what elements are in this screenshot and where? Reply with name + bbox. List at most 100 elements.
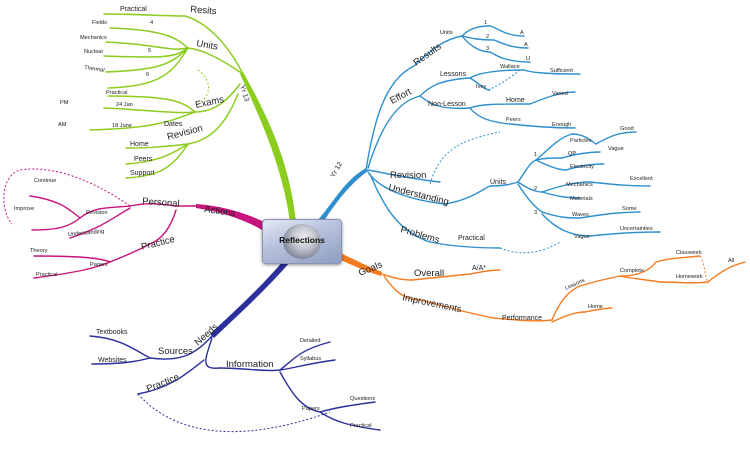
- yr12-problems-label: Problems: [399, 224, 441, 246]
- actions-branch: [29, 195, 197, 279]
- yr12-lessons-label: Lessons: [440, 71, 467, 78]
- actions-practical-label: Practical: [36, 272, 57, 278]
- yr12-unit3-grade: U: [526, 56, 530, 62]
- yr12-understanding-units: Units: [490, 179, 506, 186]
- yr13-revision-support: Support: [130, 170, 155, 177]
- needs-websites-label: Websites: [98, 357, 127, 364]
- goals-dashed-link: [699, 255, 709, 283]
- yr13-date1: 24 Jan: [116, 102, 133, 108]
- yr13-nuclear-num: 5: [148, 48, 151, 54]
- goals-main-branch: [336, 252, 382, 276]
- needs-branch: [89, 335, 381, 431]
- actions-revision-label: Revision: [86, 210, 107, 216]
- actions-continue-label: Continue: [34, 178, 56, 184]
- yr13-date1-month: PM: [60, 100, 69, 106]
- yr13-nuclear-label: Nuclear: [84, 49, 103, 55]
- yr12-u1-qp-rating: Vague: [608, 146, 624, 152]
- goals-branch: [381, 255, 746, 323]
- yr13-exams-label: Exams: [194, 94, 225, 111]
- yr13-branch: [89, 13, 244, 179]
- yr12-u1-particles-rating: Good: [620, 126, 634, 132]
- yr12-home-rating: Varied: [552, 91, 568, 97]
- actions-theory-label: Theory: [30, 248, 48, 254]
- yr12-label: Yr 12: [330, 161, 344, 179]
- central-topic-title: Reflections: [279, 235, 325, 245]
- yr12-u2-mechanics: Mechanics: [566, 182, 593, 188]
- actions-papers-label: Papers: [90, 262, 108, 268]
- needs-practice-label: Practice: [145, 372, 181, 395]
- yr13-units-label: Units: [195, 38, 218, 53]
- actions-improve-label: Improve: [14, 206, 34, 212]
- yr12-wallace-rating: Sufficient: [550, 68, 573, 74]
- actions-understanding-label: Understanding: [68, 229, 105, 238]
- yr12-u2-mechanics-rating: Excellent: [630, 176, 653, 182]
- actions-dashed-link: [3, 168, 131, 225]
- yr12-u3-waves-rating: Some: [622, 206, 637, 212]
- goals-performance-label: Performance: [502, 315, 542, 322]
- goals-classwork-label: Classwork: [676, 250, 702, 256]
- yr12-nonlesson-home: Home: [506, 97, 525, 104]
- yr13-fields-num: 4: [150, 20, 153, 26]
- yr13-thermal-label: Thermal: [84, 65, 105, 74]
- central-topic[interactable]: Reflections: [262, 219, 342, 264]
- yr13-resits-practical: Practical: [120, 6, 147, 13]
- needs-questions-label: Questions: [350, 396, 375, 402]
- goals-overall-value: A/A*: [472, 265, 486, 272]
- yr12-u1-electricity: Electricity: [570, 164, 594, 170]
- actions-practice-label: Practice: [140, 234, 176, 253]
- yr12-branch: [365, 25, 661, 249]
- yr12-main-branch: [318, 168, 368, 224]
- yr12-u1-num: 1: [534, 152, 537, 158]
- yr13-exams-practical: Practical: [106, 90, 127, 96]
- yr13-dates-label: Dates: [164, 121, 183, 128]
- yr12-nonlesson-peers: Peers: [506, 117, 521, 123]
- yr12-unit1-grade: A: [520, 30, 524, 36]
- actions-main-branch: [196, 204, 264, 230]
- yr12-teacher-ivey: Ivey: [476, 84, 486, 90]
- yr12-results-label: Results: [411, 41, 443, 68]
- yr13-main-branch: [240, 72, 296, 222]
- central-topic-image: [283, 224, 321, 259]
- yr12-u3-vague: Vague: [574, 234, 590, 240]
- yr12-results-units: Units: [440, 30, 453, 36]
- needs-practical-label: Practical: [350, 423, 371, 429]
- yr12-u3-waves: Waves: [572, 212, 589, 218]
- goals-home-label: Home: [588, 304, 603, 310]
- yr13-revision-peers: Peers: [134, 156, 153, 163]
- needs-sources-label: Sources: [158, 346, 193, 357]
- yr12-dashed-link-1: [429, 131, 501, 185]
- goals-label: Goals: [357, 259, 384, 279]
- goals-overall-label: Overall: [414, 268, 444, 279]
- needs-information-label: Information: [226, 359, 274, 370]
- yr13-label: Yr 13: [238, 84, 250, 102]
- yr12-u1-particles: Particles: [570, 138, 592, 144]
- yr13-dashed-link: [197, 69, 209, 105]
- yr13-resits-label: Resits: [190, 4, 218, 17]
- yr12-teacher-wallace: Wallace: [500, 64, 520, 70]
- yr12-revision-label: Revision: [390, 170, 426, 181]
- goals-improvements-label: Improvements: [401, 292, 462, 315]
- yr13-units-six: 6: [146, 72, 149, 78]
- yr13-date2: 18 June: [112, 123, 132, 129]
- yr12-effort-label: Effort: [388, 86, 413, 106]
- yr12-nonlesson-label: Non-Lesson: [428, 101, 466, 108]
- yr12-problems-practical: Practical: [458, 235, 485, 242]
- yr12-unit2-num: 2: [486, 34, 489, 40]
- needs-detailed-label: Detailed: [300, 338, 321, 344]
- needs-dashed-link: [137, 393, 331, 433]
- yr12-u3-num: 3: [534, 210, 537, 216]
- needs-syllabus-label: Syllabus: [300, 356, 321, 362]
- actions-label: Actions: [204, 204, 237, 219]
- yr12-unit2-grade: A: [524, 42, 528, 48]
- yr12-u3-uncertainties: Uncertainties: [620, 226, 653, 232]
- needs-papers-label: Papers: [302, 406, 320, 412]
- goals-homework-label: Homework: [676, 274, 703, 280]
- goals-all-label: All: [728, 258, 734, 264]
- yr13-date2-month: AM: [58, 122, 67, 128]
- yr13-mechanics-label: Mechanics: [80, 35, 107, 41]
- yr13-fields-label: Fields: [92, 20, 107, 26]
- yr12-dashed-link-3: [487, 69, 521, 91]
- yr12-u1-qp: QP: [568, 151, 576, 157]
- yr12-u2-materials: Materials: [570, 196, 593, 202]
